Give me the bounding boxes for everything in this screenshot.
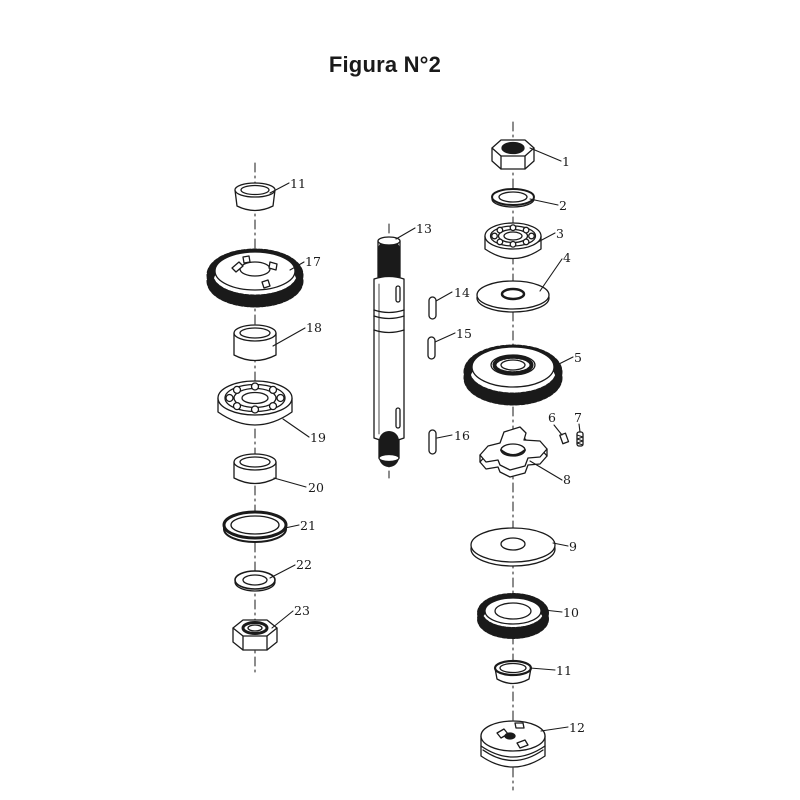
leader-line-17 — [289, 261, 305, 271]
part-label-13: 13 — [416, 221, 432, 236]
part-21-ring — [222, 510, 288, 543]
bore — [500, 537, 526, 551]
leader-line-9 — [552, 542, 569, 547]
leader-line-11-left — [269, 182, 290, 194]
part-16-key — [428, 429, 437, 455]
bore — [499, 662, 527, 674]
part-label-2: 2 — [559, 198, 567, 213]
part-label-14: 14 — [454, 285, 470, 300]
part-11-left — [234, 182, 276, 212]
part-label-20: 20 — [308, 480, 324, 495]
bore — [239, 261, 271, 277]
gear-teeth — [477, 593, 549, 633]
leader-line-20 — [273, 477, 307, 488]
part-label-23: 23 — [294, 603, 310, 618]
part-1-nut — [491, 139, 535, 170]
bore — [498, 191, 528, 203]
part-label-5: 5 — [574, 350, 582, 365]
part-label-11-right: 11 — [556, 663, 572, 678]
leader-line-22 — [269, 564, 296, 579]
part-10-gear — [477, 593, 549, 639]
leader-line-10 — [543, 609, 563, 613]
part-23-nut — [232, 619, 278, 651]
bore — [504, 732, 516, 740]
part-3-bearing — [484, 222, 542, 260]
part-14-key — [428, 296, 437, 320]
part-9-washer — [470, 527, 556, 567]
leader-line-7 — [578, 423, 581, 433]
part-label-11-left: 11 — [290, 176, 306, 191]
part-2-washer — [491, 188, 535, 208]
part-label-6: 6 — [548, 410, 556, 425]
part-20-bushing — [233, 453, 277, 485]
leader-line-16 — [436, 434, 453, 439]
bore — [500, 287, 526, 301]
bore — [247, 624, 263, 632]
part-19-bearing — [217, 380, 293, 426]
leader-line-11-right — [529, 667, 556, 671]
part-label-7: 7 — [574, 410, 582, 425]
internal-teeth — [492, 354, 534, 376]
part-label-16: 16 — [454, 428, 470, 443]
leader-line-21 — [284, 524, 300, 529]
leader-line-3 — [537, 232, 556, 243]
part-22-washer — [234, 570, 276, 592]
part-18-bushing — [233, 324, 277, 362]
part-label-19: 19 — [310, 430, 326, 445]
leader-line-12 — [540, 726, 569, 732]
part-labels: 11 17 18 19 20 21 22 23 13 14 15 16 1 2 … — [290, 154, 585, 735]
bore — [240, 184, 270, 196]
leader-line-6 — [553, 424, 563, 436]
part-12-hub — [480, 720, 546, 768]
part-label-8: 8 — [563, 472, 571, 487]
part-label-1: 1 — [562, 154, 570, 169]
part-label-17: 17 — [305, 254, 321, 269]
leader-line-23 — [271, 610, 294, 629]
figure-title: Figura N°2 — [328, 52, 442, 77]
part-7-spring — [576, 431, 584, 447]
part-label-15: 15 — [456, 326, 472, 341]
bore — [494, 602, 532, 620]
bore — [242, 574, 268, 586]
keyway — [395, 407, 401, 429]
part-label-18: 18 — [306, 320, 322, 335]
part-label-9: 9 — [569, 539, 577, 554]
part-17-gear — [206, 248, 304, 308]
leader-line-2 — [529, 198, 559, 206]
part-label-22: 22 — [296, 557, 312, 572]
leader-line-13 — [395, 227, 416, 240]
part-11-right — [493, 659, 533, 685]
bore — [503, 231, 523, 241]
leader-line-8 — [529, 460, 563, 481]
part-label-12: 12 — [569, 720, 585, 735]
part-13-shaft — [373, 236, 405, 467]
part-5-gear — [463, 344, 563, 406]
bore — [239, 327, 271, 339]
bore — [501, 141, 525, 155]
part-label-3: 3 — [556, 226, 564, 241]
part-4-washer — [476, 280, 550, 313]
bore — [239, 456, 271, 468]
part-label-10: 10 — [563, 605, 579, 620]
leader-line-5 — [554, 356, 574, 367]
leader-line-14 — [435, 291, 453, 302]
part-8-cam-plate — [479, 426, 548, 478]
leader-line-4 — [539, 258, 563, 292]
bore — [241, 391, 269, 405]
leader-line-19 — [282, 418, 310, 438]
bore — [500, 359, 526, 371]
part-6-pin — [559, 432, 570, 445]
leader-line-1 — [529, 147, 562, 162]
part-label-21: 21 — [300, 518, 316, 533]
part-15-key — [427, 336, 436, 360]
keyway — [395, 285, 401, 303]
bearing-balls — [491, 224, 535, 248]
leader-lines — [269, 147, 581, 732]
leader-line-15 — [434, 332, 456, 343]
leader-line-18 — [272, 327, 306, 347]
part-label-4: 4 — [563, 250, 571, 265]
bearing-balls — [225, 382, 285, 414]
